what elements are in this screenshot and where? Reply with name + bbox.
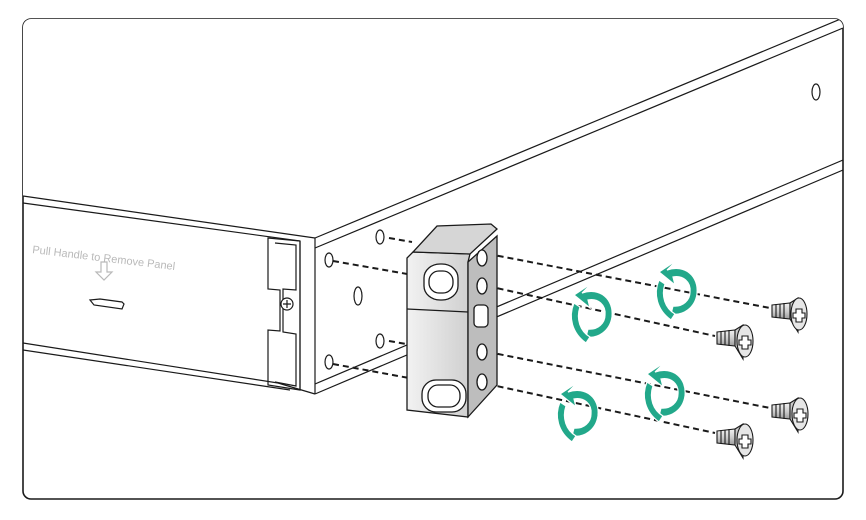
clockwise-arrow-4 xyxy=(643,361,686,423)
panel-screw-icon xyxy=(280,297,294,311)
panel-handle xyxy=(88,298,125,310)
down-arrow-icon xyxy=(94,261,114,281)
clockwise-arrow-3 xyxy=(556,381,599,443)
screw-4 xyxy=(716,423,754,460)
clockwise-arrow-1 xyxy=(570,282,613,344)
screw-3 xyxy=(771,397,809,434)
chassis-mounting-holes xyxy=(324,83,821,370)
mounting-bracket xyxy=(406,223,498,419)
clockwise-arrow-2 xyxy=(655,259,698,321)
screw-2 xyxy=(716,324,754,361)
screw-1 xyxy=(771,297,808,334)
chassis-top-face xyxy=(23,19,843,238)
